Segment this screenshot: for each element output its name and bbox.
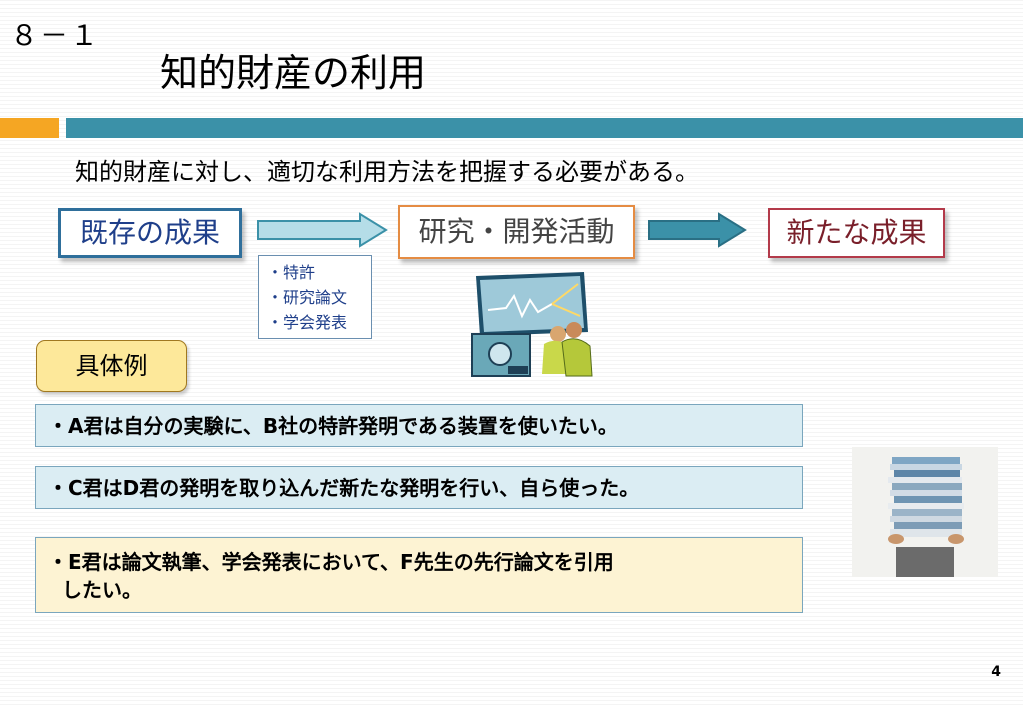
list-item: ・特許	[267, 263, 316, 282]
flow-arrow-1	[257, 212, 388, 248]
intro-text: 知的財産に対し、適切な利用方法を把握する必要がある。	[75, 158, 699, 186]
slide-number: ８－１	[10, 19, 101, 52]
flow-box-research-development: 研究・開発活動	[398, 205, 635, 259]
example-item-3: ・E君は論文執筆、学会発表において、F先生の先行論文を引用 したい。	[35, 537, 803, 613]
example-text-continued: したい。	[62, 578, 142, 602]
books-stack-image	[852, 447, 998, 577]
researchers-clipart-image	[471, 272, 593, 377]
example-item-1: ・A君は自分の実験に、B社の特許発明である装置を使いたい。	[35, 404, 803, 447]
slide-title: 知的財産の利用	[160, 51, 427, 95]
header-accent-teal	[66, 118, 1023, 138]
example-text: ・A君は自分の実験に、B社の特許発明である装置を使いたい。	[48, 414, 618, 438]
header-accent-orange	[0, 118, 59, 138]
list-item: ・学会発表	[267, 313, 348, 332]
examples-label: 具体例	[36, 340, 187, 392]
existing-results-list: ・特許 ・研究論文 ・学会発表	[258, 255, 372, 339]
example-item-2: ・C君はD君の発明を取り込んだ新たな発明を行い、自ら使った。	[35, 466, 803, 509]
page-number: 4	[991, 664, 1001, 680]
flow-arrow-2	[648, 212, 747, 248]
example-text: ・C君はD君の発明を取り込んだ新たな発明を行い、自ら使った。	[48, 476, 640, 500]
list-item: ・研究論文	[267, 288, 348, 307]
flow-box-new-results: 新たな成果	[768, 208, 945, 258]
flow-box-existing-results: 既存の成果	[58, 208, 242, 258]
example-text: ・E君は論文執筆、学会発表において、F先生の先行論文を引用	[48, 550, 614, 574]
